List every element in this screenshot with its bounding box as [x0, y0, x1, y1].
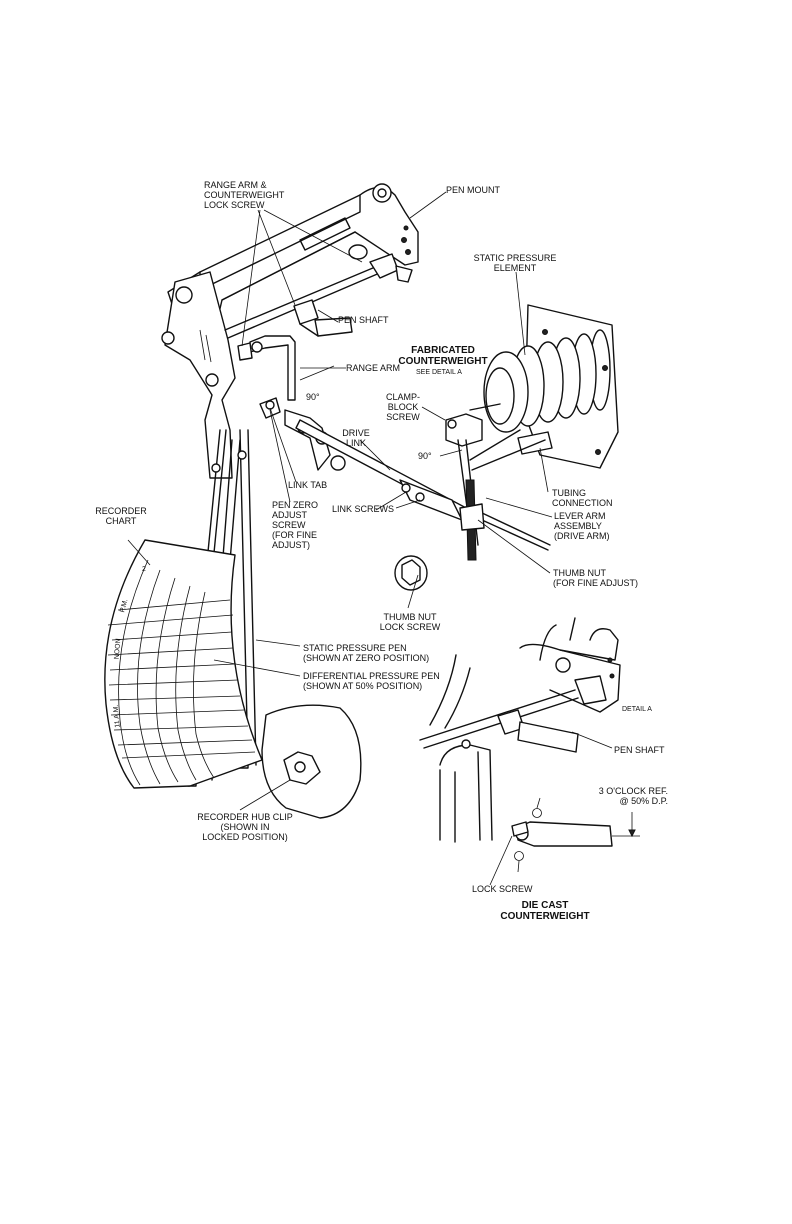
- label-clamp-block-screw: CLAMP- BLOCK SCREW: [385, 392, 420, 422]
- label-static-pressure-pen: STATIC PRESSURE PEN (SHOWN AT ZERO POSIT…: [303, 643, 430, 663]
- label-recorder-chart: RECORDER CHART: [95, 506, 147, 526]
- left-upright: [161, 271, 236, 479]
- label-link-tab: LINK TAB: [288, 480, 328, 490]
- label-lever-arm-assembly: LEVER ARM ASSEMBLY (DRIVE ARM): [554, 511, 610, 541]
- label-detail-a: DETAIL A: [622, 706, 652, 713]
- label-differential-pressure-pen: DIFFERENTIAL PRESSURE PEN (SHOWN AT 50% …: [303, 671, 440, 691]
- label-recorder-hub-clip: RECORDER HUB CLIP (SHOWN IN LOCKED POSIT…: [197, 812, 293, 842]
- label-tubing-connection: TUBING CONNECTION: [552, 488, 613, 508]
- label-angle-upper: 90°: [306, 392, 320, 402]
- label-range-arm-lock-screw: RANGE ARM & COUNTERWEIGHT LOCK SCREW: [204, 180, 285, 210]
- pen-mount-frame: [167, 183, 419, 353]
- label-see-detail-a: SEE DETAIL A: [416, 369, 462, 376]
- static-pressure-element: [469, 304, 619, 469]
- thumb-nut-lock-screw: [394, 555, 428, 591]
- label-angle-lower: 90°: [418, 451, 432, 461]
- label-pen-shaft-top: PEN SHAFT: [338, 315, 389, 325]
- label-static-pressure-element: STATIC PRESSURE ELEMENT: [473, 253, 557, 273]
- label-three-oclock-ref: 3 O'CLOCK REF. @ 50% D.P.: [598, 786, 668, 806]
- label-die-cast-counterweight: DIE CAST COUNTERWEIGHT: [500, 900, 590, 922]
- label-lock-screw: LOCK SCREW: [472, 884, 533, 894]
- recorder-chart: [104, 539, 362, 819]
- fabricated-counterweight: [293, 299, 353, 337]
- label-thumb-nut: THUMB NUT (FOR FINE ADJUST): [553, 568, 638, 588]
- detail-a: [419, 617, 621, 843]
- range-arm: [237, 335, 296, 401]
- label-drive-link: DRIVE LINK: [342, 428, 370, 448]
- chart-marking-two: 2: [142, 566, 146, 573]
- label-link-screws: LINK SCREWS: [332, 504, 395, 514]
- label-pen-zero-adjust: PEN ZERO ADJUST SCREW (FOR FINE ADJUST): [272, 500, 319, 550]
- label-fabricated-counterweight: FABRICATED COUNTERWEIGHT: [398, 345, 488, 367]
- label-thumb-nut-lock-screw: THUMB NUT LOCK SCREW: [379, 612, 441, 632]
- label-range-arm: RANGE ARM: [346, 363, 401, 373]
- die-cast-counterweight: [511, 797, 640, 873]
- label-pen-shaft-detail: PEN SHAFT: [614, 745, 665, 755]
- label-pen-mount: PEN MOUNT: [446, 185, 500, 195]
- leader-lines: [127, 191, 613, 886]
- lever-arm-assembly: [445, 413, 551, 561]
- link-tab: [259, 397, 346, 471]
